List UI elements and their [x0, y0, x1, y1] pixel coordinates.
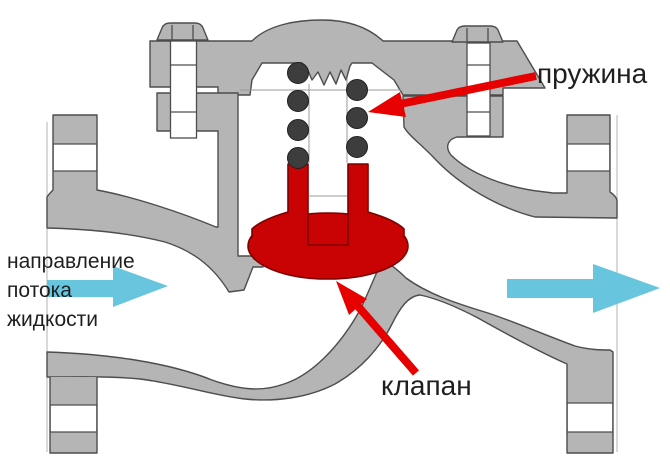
flange-hole: [568, 144, 609, 171]
bolt-shaft-segments: [170, 64, 197, 113]
flange-hole-edges: [50, 404, 97, 433]
flange-hole-edges: [53, 143, 97, 172]
flange-hole: [568, 403, 612, 432]
flow-label-line2: потока: [7, 279, 72, 302]
spring-coil-dot: [346, 107, 368, 129]
bolt-head-right-icon: [451, 25, 504, 43]
bolt-shaft-segments: [467, 64, 490, 113]
right-outlet-body: [402, 95, 618, 219]
flange-hole-edges: [567, 143, 610, 172]
spring-coil-dot: [287, 90, 309, 112]
spring-coil-dot: [287, 147, 309, 169]
valve-disc: [247, 163, 409, 280]
valve-label: клапан: [381, 370, 472, 401]
bolt-shaft-left: [169, 40, 198, 139]
flange-hole: [51, 405, 96, 432]
valve-stem-outline: [251, 163, 405, 246]
flange-hole: [54, 144, 96, 171]
spring-coil-dot: [287, 62, 309, 84]
flow-arrow-right-icon: [507, 264, 660, 313]
spring-coil-dot: [287, 119, 309, 141]
flange-hole-edges: [567, 402, 613, 433]
spring-coil-dot: [346, 79, 368, 101]
left-inlet-body: [46, 92, 264, 293]
valve-stem: [252, 164, 404, 245]
spring-label: пружина: [537, 58, 648, 89]
flow-label-line1: направление: [7, 250, 135, 273]
bolt-head-left-icon: [156, 22, 209, 41]
flow-arrow-left-icon: [47, 266, 168, 307]
bottom-body-wall: [46, 263, 614, 454]
flow-label-line3: жидкости: [7, 308, 98, 331]
valve-pointer-arrow: [336, 281, 420, 376]
spring-dots: [287, 62, 368, 169]
spring-pointer-arrow: [368, 72, 537, 117]
spring-coil-dot: [346, 136, 368, 158]
flow-direction-label: направление потока жидкости: [7, 250, 135, 331]
